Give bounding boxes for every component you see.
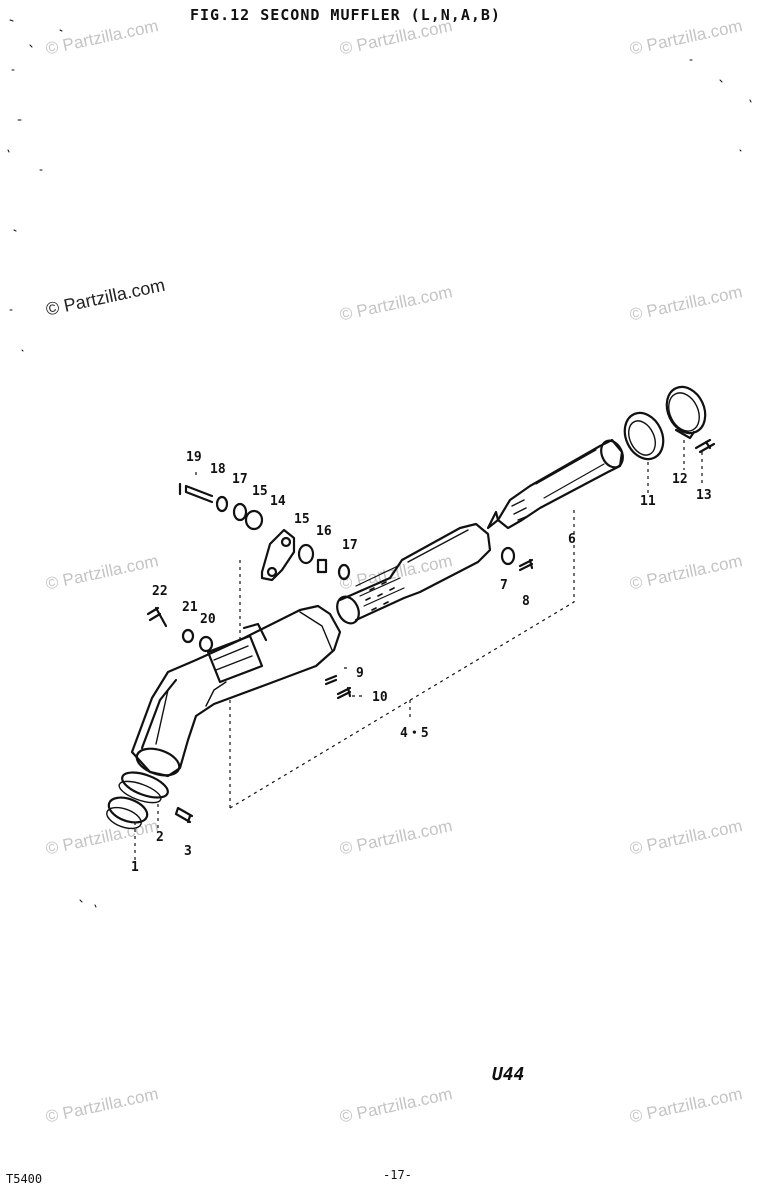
callout-14: 14 <box>270 494 286 509</box>
callout-21: 21 <box>182 600 198 615</box>
document-id: T5400 <box>6 1172 43 1186</box>
figure-title: FIG.12 SECOND MUFFLER (L,N,A,B) <box>190 6 501 24</box>
callout-17-lower: 17 <box>342 538 358 553</box>
callout-10: 10 <box>372 690 388 705</box>
callout-8: 8 <box>522 594 530 609</box>
callout-2: 2 <box>156 830 164 845</box>
callout-19: 19 <box>186 450 202 465</box>
bolt-13 <box>694 438 716 454</box>
callout-17-upper: 17 <box>232 472 248 487</box>
callout-3: 3 <box>184 844 192 859</box>
clamp-ring-11 <box>623 411 665 461</box>
callout-16: 16 <box>316 524 332 539</box>
mount-bracket-14 <box>260 528 296 582</box>
callout-18: 18 <box>210 462 226 477</box>
callout-6: 6 <box>568 532 576 547</box>
callout-20: 20 <box>200 612 216 627</box>
callout-12: 12 <box>672 472 688 487</box>
bolts-20-21-22 <box>146 606 214 653</box>
bolt-19 <box>178 482 214 504</box>
callout-9: 9 <box>356 666 364 681</box>
callout-7: 7 <box>500 578 508 593</box>
callout-1: 1 <box>131 860 139 875</box>
leader-lines <box>134 440 703 860</box>
front-muffler-body <box>130 604 342 778</box>
washer-7-bolt-8 <box>500 546 534 572</box>
inlet-gasket-rings <box>106 771 169 830</box>
callout-4-5: 4・5 <box>400 726 429 741</box>
bolt-3 <box>174 806 194 824</box>
callout-15-lower: 15 <box>294 512 310 527</box>
callout-22: 22 <box>152 584 168 599</box>
clamp-12 <box>665 385 707 440</box>
washers-17-18-15 <box>215 495 351 581</box>
scan-noise <box>7 19 752 908</box>
callout-15-upper: 15 <box>252 484 268 499</box>
bolts-9-10 <box>324 674 352 700</box>
middle-muffler-section <box>336 522 492 625</box>
page-number: -17- <box>383 1168 412 1182</box>
callout-11: 11 <box>640 494 656 509</box>
tail-pipe-section <box>486 438 624 530</box>
diagram-code: U44 <box>492 1064 525 1085</box>
callout-13: 13 <box>696 488 712 503</box>
